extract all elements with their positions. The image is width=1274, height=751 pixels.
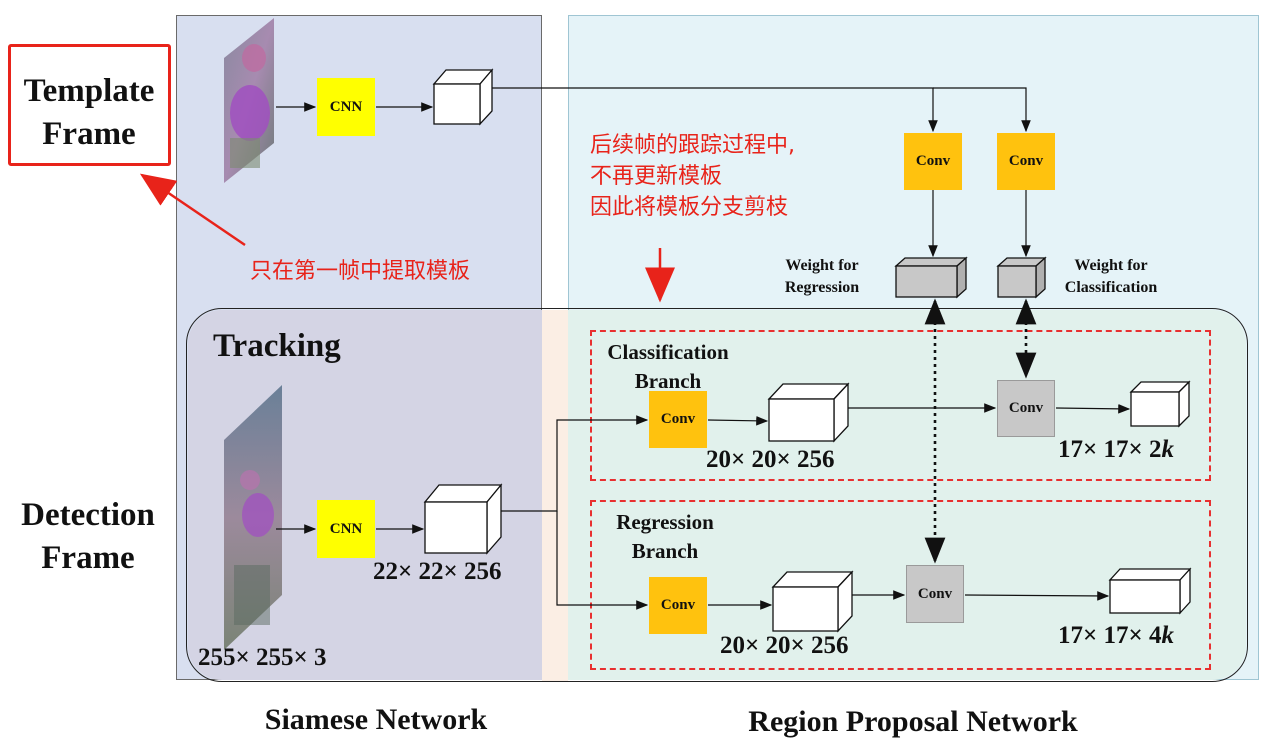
regression-weight-cube xyxy=(894,256,968,299)
template-conv-classification: Conv xyxy=(997,133,1055,190)
annotation-pruning-line-2: 不再更新模板 xyxy=(590,164,723,189)
classification-branch-line-1: Classification xyxy=(607,340,729,364)
conv-label: Conv xyxy=(915,153,951,169)
detection-frame-line-1: Detection xyxy=(21,497,155,533)
arrow-template-to-conv-reg xyxy=(492,87,938,133)
template-cnn-block: CNN xyxy=(317,78,375,136)
cls-correlation-conv: Conv xyxy=(997,380,1055,437)
classification-branch-label: Classification Branch xyxy=(598,338,738,396)
annotation-template-only: 只在第一帧中提取模板 xyxy=(250,259,471,284)
panel-gap xyxy=(542,310,568,682)
template-feature-cube xyxy=(432,68,494,126)
classification-weight-cube xyxy=(996,256,1047,299)
tracking-label: Tracking xyxy=(213,328,341,364)
input-dimension-label: 255× 255× 3 xyxy=(198,644,327,671)
template-frame-label: Template Frame xyxy=(10,70,168,156)
annotation-pruning: 后续帧的跟踪过程中, 不再更新模板 因此将模板分支剪枝 xyxy=(590,130,795,223)
reg-output-dimension-k: k xyxy=(1161,622,1175,649)
arrow-cls-conv-cube xyxy=(707,416,769,426)
weight-regression-label: Weight for Regression xyxy=(770,255,874,299)
reg-output-dimension-label: 17× 17× 4k xyxy=(1058,622,1174,650)
weight-classification-line-1: Weight for xyxy=(1074,257,1148,274)
conv-label: Conv xyxy=(1008,400,1044,416)
reg-correlation-conv: Conv xyxy=(906,565,964,623)
reg-branch-conv: Conv xyxy=(649,577,707,634)
reg-feature-dimension-label: 20× 20× 256 xyxy=(720,632,849,659)
detection-image xyxy=(220,385,288,650)
cls-output-cube xyxy=(1129,380,1191,428)
rpn-label: Region Proposal Network xyxy=(748,705,1078,738)
detection-cnn-block: CNN xyxy=(317,500,375,558)
arrow-template-to-conv-cls xyxy=(933,87,1031,133)
annotation-pruning-line-3: 因此将模板分支剪枝 xyxy=(590,195,789,220)
cls-output-dimension-prefix: 17× 17× 2 xyxy=(1058,436,1162,463)
template-frame-line-2: Frame xyxy=(42,116,136,152)
template-conv-regression: Conv xyxy=(904,133,962,190)
template-frame-line-1: Template xyxy=(23,73,155,109)
detection-feature-cube xyxy=(423,483,503,555)
cls-branch-conv: Conv xyxy=(649,391,707,448)
regression-branch-label: Regression Branch xyxy=(600,508,730,566)
weight-classification-label: Weight for Classification xyxy=(1052,255,1170,299)
reg-output-cube xyxy=(1108,567,1192,615)
template-frame-highlight xyxy=(8,44,171,166)
cls-output-dimension-label: 17× 17× 2k xyxy=(1058,436,1174,464)
regression-branch-line-1: Regression xyxy=(616,510,714,534)
detection-frame-label: Detection Frame xyxy=(0,494,176,580)
arrow-cls-corr-output xyxy=(1055,404,1131,414)
arrow-detect-to-reg-conv xyxy=(556,511,649,610)
cls-output-dimension-k: k xyxy=(1161,436,1175,463)
weight-regression-line-1: Weight for xyxy=(785,257,859,274)
detection-cnn-label: CNN xyxy=(329,520,363,537)
weight-regression-line-2: Regression xyxy=(784,279,860,296)
siamese-network-label: Siamese Network xyxy=(264,703,488,736)
annotation-arrow-template xyxy=(139,173,246,247)
reg-output-dimension-prefix: 17× 17× 4 xyxy=(1058,622,1162,649)
tracking-region xyxy=(186,308,1248,682)
arrow-reg-corr-output xyxy=(964,591,1110,601)
classification-branch-line-2: Branch xyxy=(634,369,702,393)
cls-feature-cube xyxy=(767,382,850,443)
weight-classification-line-2: Classification xyxy=(1064,279,1158,296)
annotation-pruning-line-1: 后续帧的跟踪过程中, xyxy=(590,133,795,158)
conv-label: Conv xyxy=(1008,153,1044,169)
cls-feature-dimension-label: 20× 20× 256 xyxy=(706,446,835,473)
arrow-detect-to-cls-conv xyxy=(501,415,649,512)
regression-branch-line-2: Branch xyxy=(631,539,699,563)
classification-branch-box xyxy=(590,330,1211,481)
template-image xyxy=(220,18,278,183)
conv-label: Conv xyxy=(660,597,696,613)
template-cnn-label: CNN xyxy=(329,98,363,115)
reg-feature-cube xyxy=(771,570,854,633)
cnn-output-dimension-label: 22× 22× 256 xyxy=(373,558,502,585)
detection-frame-line-2: Frame xyxy=(41,540,135,576)
conv-label: Conv xyxy=(660,411,696,427)
regression-branch-box xyxy=(590,500,1211,670)
conv-label: Conv xyxy=(917,585,953,602)
